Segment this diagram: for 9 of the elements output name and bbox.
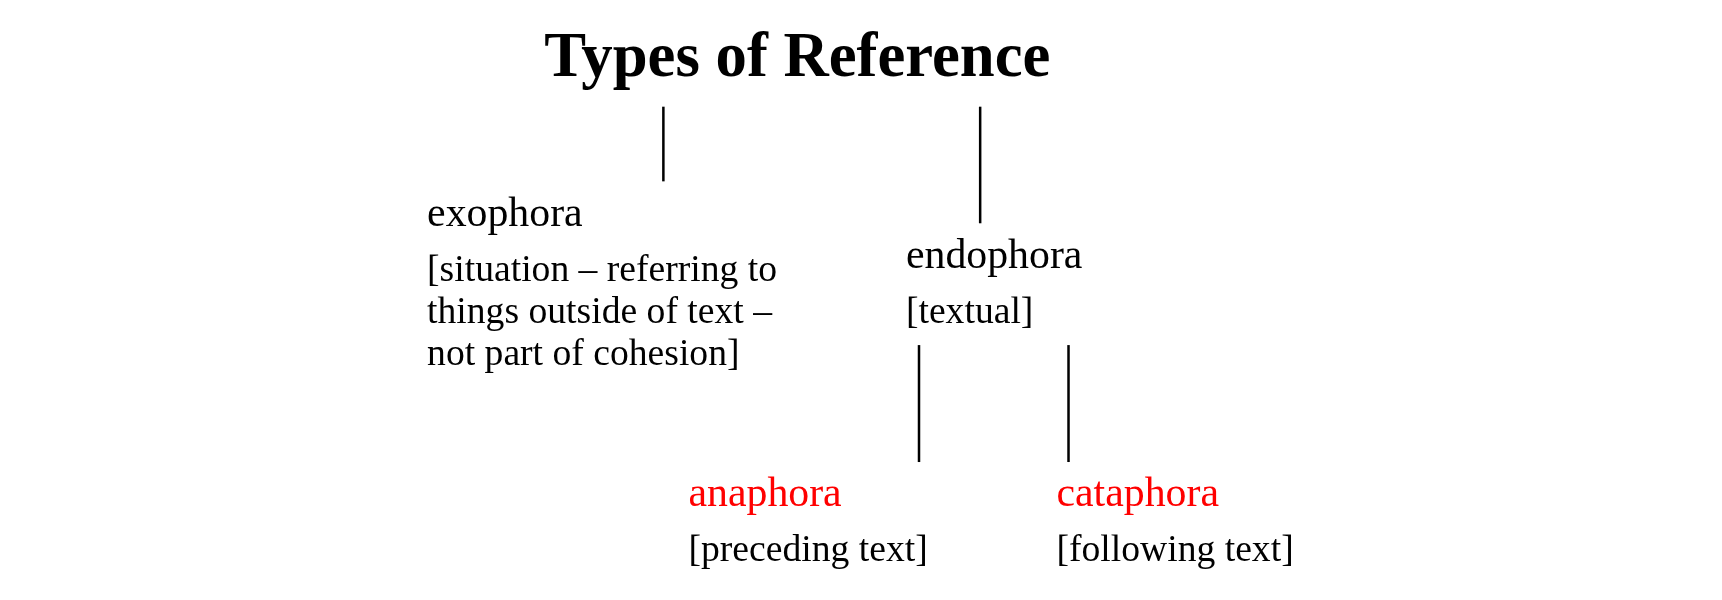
connector bbox=[661, 106, 665, 182]
connector bbox=[1066, 345, 1070, 463]
connector bbox=[917, 345, 920, 463]
node-text: cataphora [following text] bbox=[1055, 468, 1294, 570]
node-text: Types of Reference bbox=[543, 20, 1050, 91]
node-text: exophora [situation – referring to things outside of text – not part of cohesion] bbox=[426, 188, 777, 373]
node-text: endophora [textual] bbox=[905, 230, 1082, 331]
connector bbox=[978, 106, 981, 224]
node-text: anaphora [preceding text] bbox=[687, 468, 928, 570]
